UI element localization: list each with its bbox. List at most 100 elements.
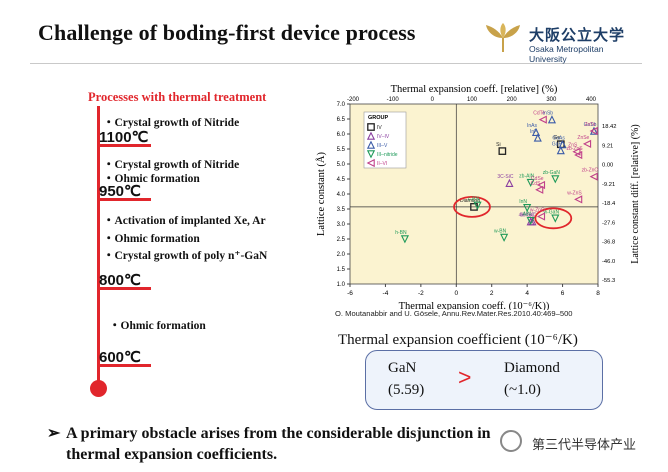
y-tick-label: 3.0 (337, 222, 346, 228)
data-point-label: c-BN (468, 196, 480, 202)
data-point (558, 140, 567, 149)
data-point (400, 235, 410, 244)
y-axis-label: Lattice constant (Å) (315, 152, 327, 236)
legend-label: III–nitride (377, 152, 398, 158)
x-tick-label: -6 (347, 290, 353, 297)
x-tick-label: -4 (383, 290, 389, 297)
y-tick-label: 4.0 (337, 192, 346, 198)
data-point (536, 212, 546, 221)
data-point-label: InAs (527, 123, 538, 129)
conclusion-line-1: A primary obstacle arises from the consi… (66, 425, 491, 442)
data-point-label: h-BN (395, 230, 407, 236)
data-point-label: 6H-SiC (520, 213, 537, 219)
y2-tick-label: -36.8 (602, 240, 615, 246)
x-tick-label: 0 (454, 290, 458, 297)
highlight-ellipse (453, 196, 491, 218)
y2-tick-label: -27.6 (602, 220, 615, 226)
legend-label: II–VI (377, 161, 387, 167)
legend-marker (366, 131, 376, 140)
data-point (547, 115, 557, 124)
x2-tick-label: -200 (347, 97, 360, 103)
data-point-label: AlN (523, 212, 531, 218)
data-point (526, 216, 535, 226)
y2-tick-label: -18.4 (602, 201, 616, 207)
ginkgo-icon (486, 23, 520, 52)
gan-value: (5.59) (388, 382, 425, 398)
y-tick-label: 5.0 (337, 162, 346, 168)
data-point-label: InP (530, 129, 538, 135)
x2-tick-label: 300 (546, 97, 557, 103)
x2-tick-label: 100 (467, 97, 478, 103)
data-point-label: Si (496, 142, 500, 148)
data-point-label: w-ZnO (530, 208, 545, 214)
y2-tick-label: -9.21 (602, 182, 615, 188)
data-point-label: Ge (553, 135, 560, 141)
y-tick-label: 1.5 (337, 267, 346, 273)
timeline-end-dot (90, 380, 107, 397)
data-point-label: GaAs (552, 136, 565, 142)
process-item: ・Ohmic formation (103, 233, 200, 245)
data-point (551, 214, 560, 223)
y-tick-label: 5.5 (337, 147, 346, 153)
watermark: 第三代半导体产业 (530, 434, 639, 453)
data-point (589, 126, 599, 135)
data-point (556, 146, 565, 155)
process-item: ・Ohmic formation (109, 320, 206, 332)
data-point (498, 147, 507, 155)
data-point (528, 217, 537, 226)
temperature-800: 800℃ (99, 272, 141, 289)
x-tick-label: 2 (490, 290, 494, 297)
process-item: ・Crystal growth of poly n⁺-GaN (103, 250, 268, 262)
tec-label: Thermal expansion coefficient (10⁻⁶/K) (338, 332, 578, 348)
page-title: Challenge of boding-first device process (38, 20, 416, 45)
y2-tick-label: 9.21 (602, 143, 613, 149)
legend-label: III–V (377, 143, 388, 149)
highlight-ellipse (534, 207, 573, 230)
data-point-label: zb-GaN (543, 170, 561, 176)
data-point (533, 133, 542, 142)
legend-label: IV (377, 125, 382, 131)
legend-label: IV–IV (377, 134, 390, 140)
y-tick-label: 4.5 (337, 177, 346, 183)
timeline-tick-1100 (97, 144, 151, 147)
citation: O. Moutanabbir and U. Gösele, Annu.Rev.M… (335, 309, 573, 318)
y2-tick-label: 0.00 (602, 163, 613, 169)
legend-marker (366, 158, 375, 168)
x-tick-label: 8 (596, 290, 600, 297)
legend-marker (367, 123, 375, 131)
data-point-label: 3C-SiC (497, 174, 514, 180)
y-tick-label: 2.0 (337, 252, 346, 258)
x2-tick-label: -100 (387, 97, 400, 103)
data-point (500, 233, 509, 242)
data-point (473, 201, 482, 210)
process-item: ・Activation of implanted Xe, Ar (103, 215, 266, 227)
x-axis-label: Thermal expansion coeff. (10⁻⁶/K)) (399, 301, 550, 310)
data-point (505, 178, 514, 187)
y-tick-label: 7.0 (337, 102, 346, 108)
data-point-label: zb-ZnO (582, 168, 599, 174)
data-point (536, 180, 546, 190)
data-point-label: CdSe (531, 176, 544, 182)
data-point-label: ZnS (568, 143, 578, 149)
data-point-label: 4H-SiC (519, 213, 536, 219)
data-point-label: zb-AlN (519, 174, 534, 180)
diamond-value: (~1.0) (504, 382, 541, 398)
data-point (523, 204, 532, 213)
y-tick-label: 1.0 (337, 282, 346, 288)
y2-tick-label: 18.42 (602, 124, 617, 130)
x2-tick-label: 200 (507, 97, 518, 103)
temperature-950: 950℃ (99, 183, 141, 200)
y-tick-label: 6.0 (337, 132, 346, 138)
data-point-label: GaP (552, 142, 563, 148)
legend-marker (366, 140, 376, 149)
x2-tick-label: 0 (431, 97, 435, 103)
process-item: ・Crystal growth of Nitride (103, 159, 240, 171)
data-point (589, 126, 598, 136)
x-tick-label: 4 (525, 290, 529, 297)
timeline-tick-600 (97, 364, 151, 367)
data-point (574, 195, 583, 204)
x-tick-label: -2 (418, 290, 424, 297)
comparison-box: GaN (5.59) > Diamond (~1.0) (365, 350, 603, 410)
data-point-label: CdS (531, 181, 541, 187)
data-point-label: zb-ZnS (566, 146, 583, 152)
